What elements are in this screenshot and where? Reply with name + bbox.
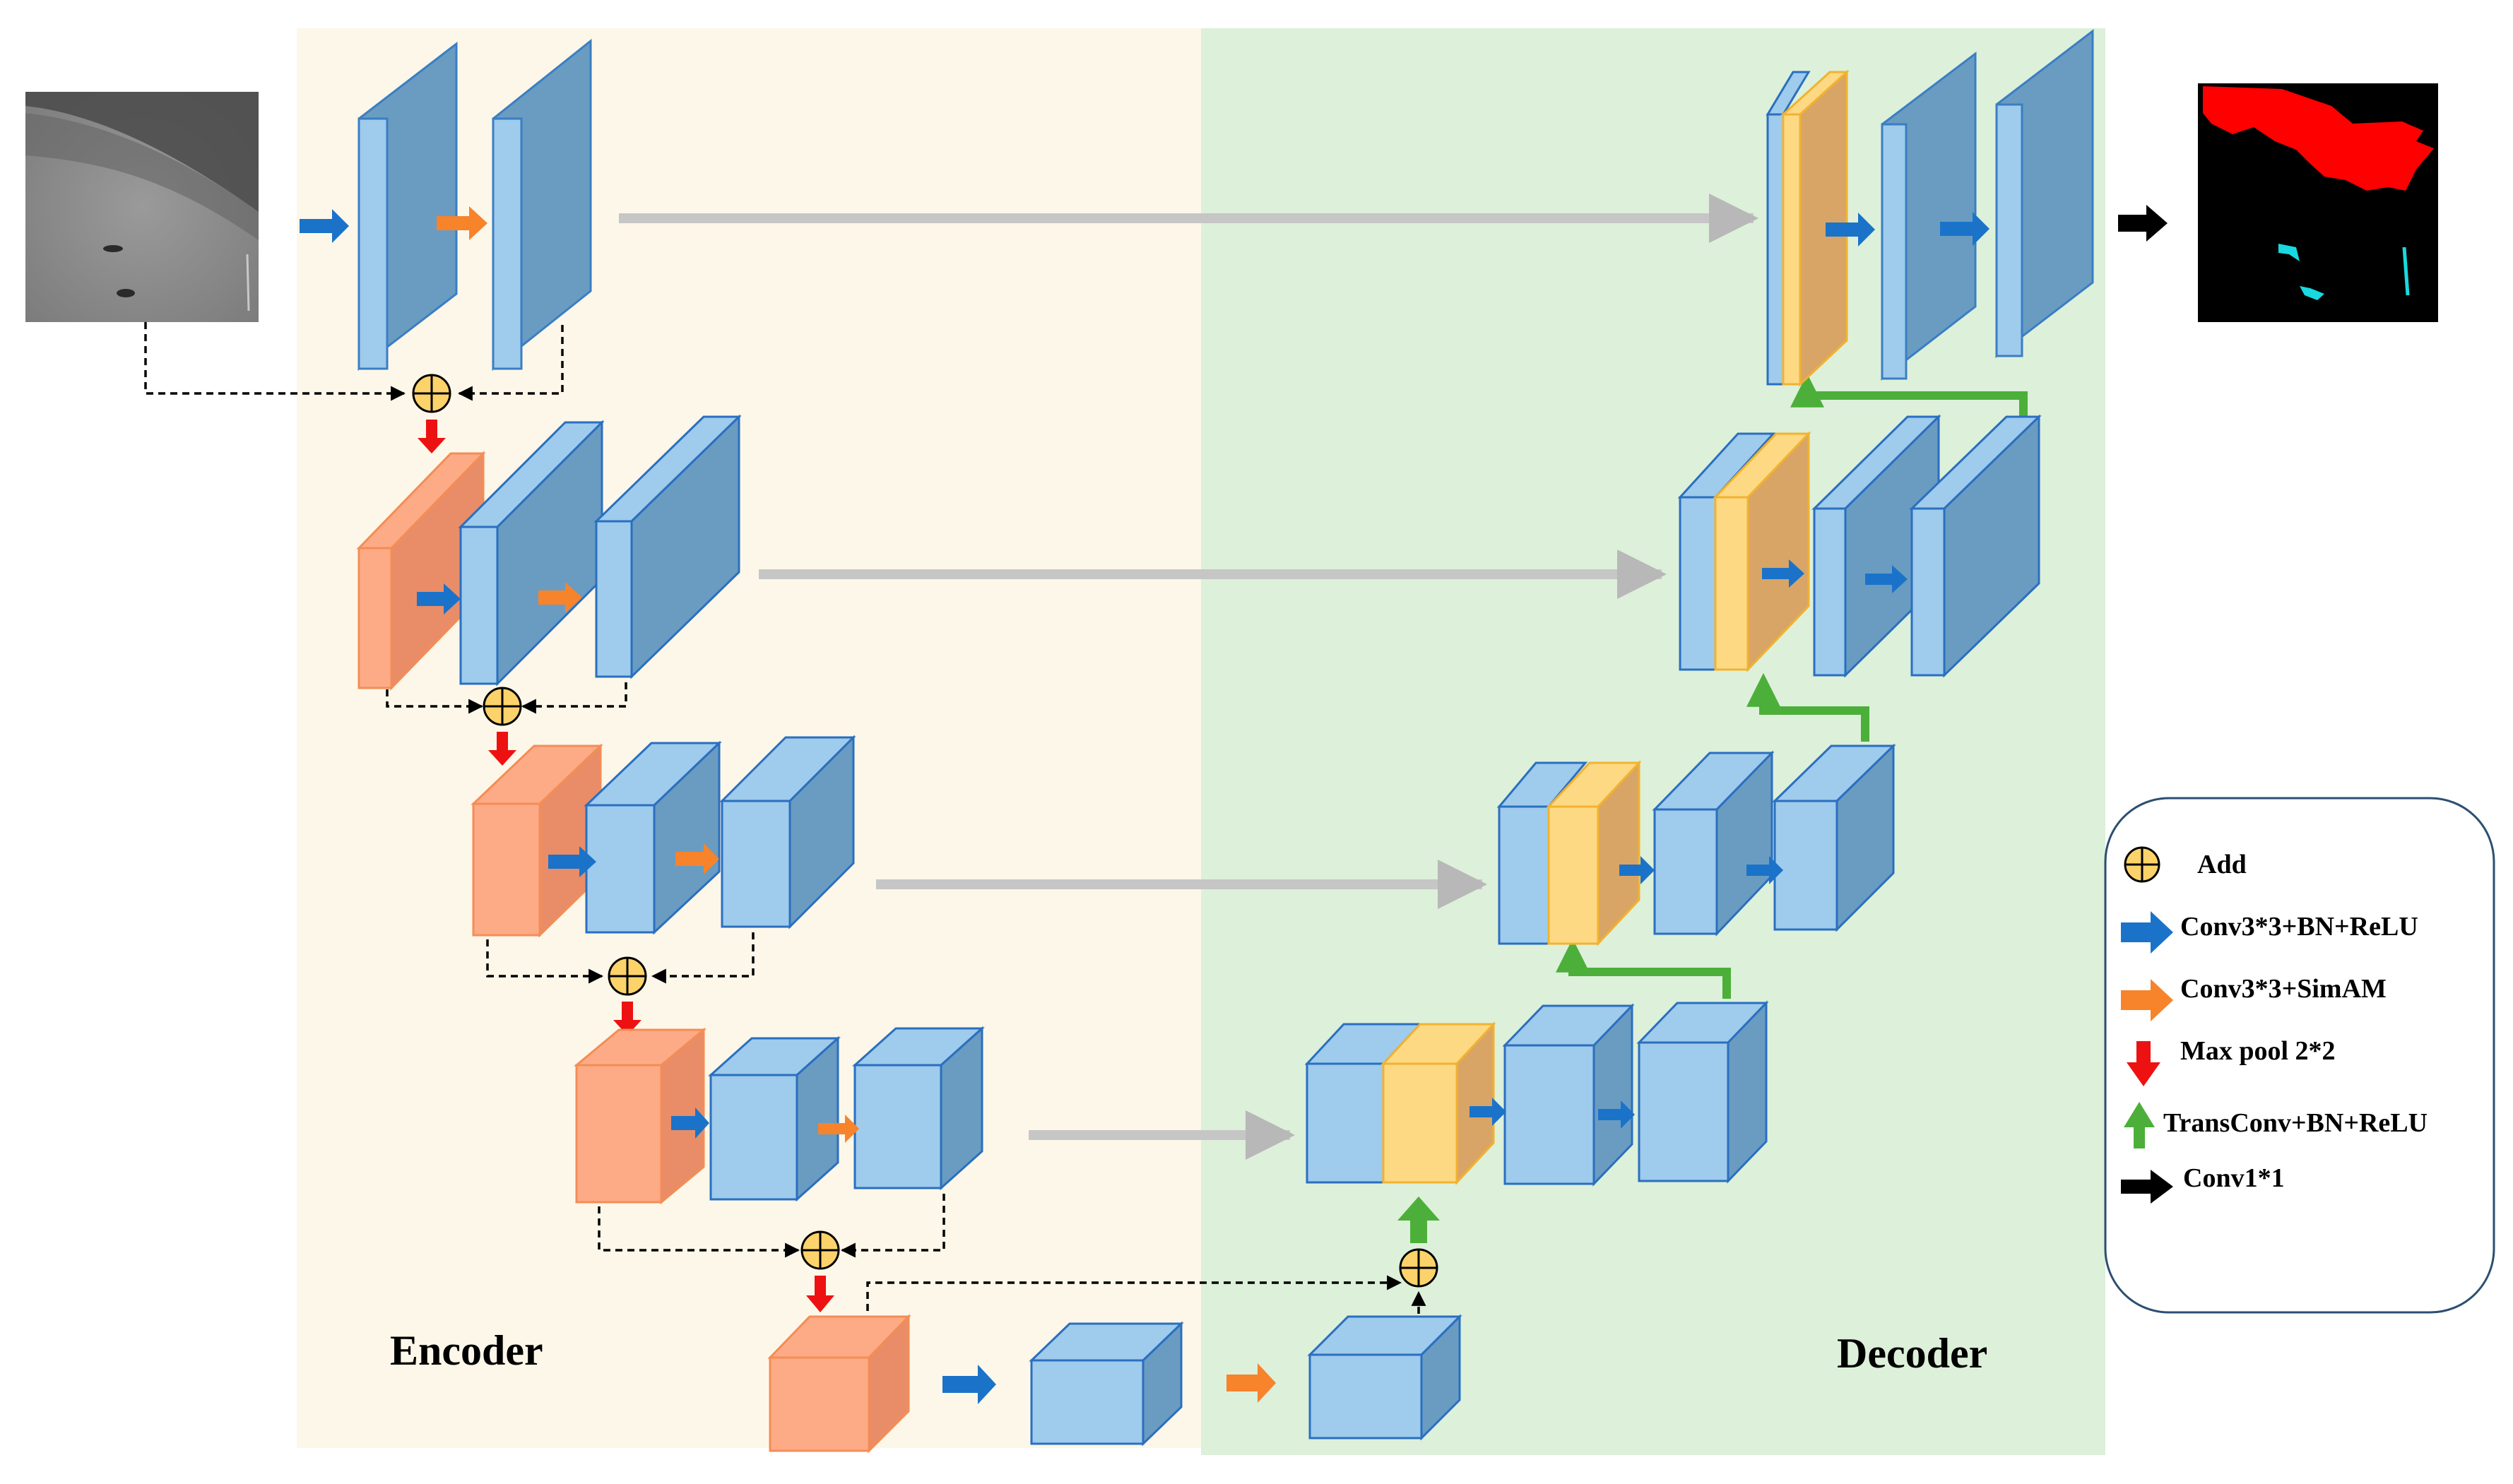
transconv-paths	[1556, 373, 2028, 999]
decoder-level3-concat-blue	[1496, 761, 1588, 945]
red-down-arrow-icon	[2127, 1041, 2160, 1086]
legend-transconv-label: TransConv+BN+ReLU	[2163, 1108, 2428, 1138]
legend: Add Conv3*3+BN+ReLU Conv3*3+SimAM Max po…	[2104, 797, 2495, 1314]
black-arrow-icon	[2121, 1170, 2173, 1204]
encoder-level1-conv-a	[357, 41, 458, 372]
encoder-level2-conv-b	[593, 414, 742, 679]
decoder-level2-concat-yellow	[1713, 431, 1811, 672]
green-up-arrow-icon	[2124, 1102, 2155, 1148]
blue-arrow-icon	[2121, 911, 2173, 954]
decoder-level2-conv-a	[1811, 414, 1941, 678]
encoder-level2-pool	[356, 451, 486, 691]
legend-simam-label: Conv3*3+SimAM	[2180, 974, 2387, 1004]
decoder-level1-conv-a	[1881, 51, 1977, 381]
legend-box	[2104, 797, 2495, 1314]
encoder-level2-conv-a	[458, 420, 605, 687]
bottleneck-conv-b	[1307, 1314, 1462, 1441]
decoder-level3-conv-b	[1772, 743, 1896, 932]
legend-conv-label: Conv3*3+BN+ReLU	[2180, 912, 2418, 942]
input-sar-image	[25, 92, 259, 322]
legend-add-label: Add	[2197, 850, 2247, 879]
decoder-level1-concat-blue	[1766, 71, 1811, 386]
conv-arrows	[300, 209, 1989, 1404]
encoder-level4-pool	[573, 1027, 707, 1205]
simam-arrows	[437, 206, 1276, 1403]
conv1x1-output-arrow	[2118, 205, 2168, 242]
encoder-level3-conv-a	[584, 740, 722, 935]
decoder-level4-conv-a	[1502, 1003, 1635, 1187]
decoder-level4-conv-b	[1636, 1000, 1769, 1184]
add-nodes	[412, 374, 1438, 1288]
decoder-level1-conv-b	[1995, 28, 2094, 359]
decoder-level4-concat-yellow	[1380, 1021, 1496, 1185]
encoder-level1-conv-b	[492, 38, 592, 372]
orange-arrow-icon	[2121, 979, 2173, 1021]
output-segmentation-mask	[2198, 83, 2438, 322]
bottleneck-pool	[767, 1314, 911, 1454]
decoder-level1-concat-yellow	[1780, 69, 1850, 387]
encoder-level4-conv-a	[708, 1035, 841, 1202]
encoder-level3-conv-b	[719, 735, 856, 930]
add-circle-icon	[2124, 846, 2160, 883]
decoder-label: Decoder	[1837, 1330, 1987, 1377]
encoder-label: Encoder	[390, 1327, 543, 1374]
skip-connections	[619, 194, 1758, 1160]
maxpool-arrows	[418, 420, 834, 1312]
decoder-level3-conv-a	[1652, 750, 1775, 937]
legend-maxpool-label: Max pool 2*2	[2180, 1036, 2336, 1066]
encoder-level3-pool	[471, 743, 603, 938]
encoder-level4-conv-b	[852, 1026, 985, 1191]
legend-conv1x1-label: Conv1*1	[2183, 1163, 2285, 1193]
transconv-arrow-bottom	[1397, 1197, 1440, 1243]
bottleneck-conv-a	[1029, 1321, 1184, 1447]
residual-paths	[144, 322, 1426, 1314]
decoder-level3-concat-yellow	[1546, 760, 1642, 946]
decoder-level2-conv-b	[1909, 414, 2042, 678]
